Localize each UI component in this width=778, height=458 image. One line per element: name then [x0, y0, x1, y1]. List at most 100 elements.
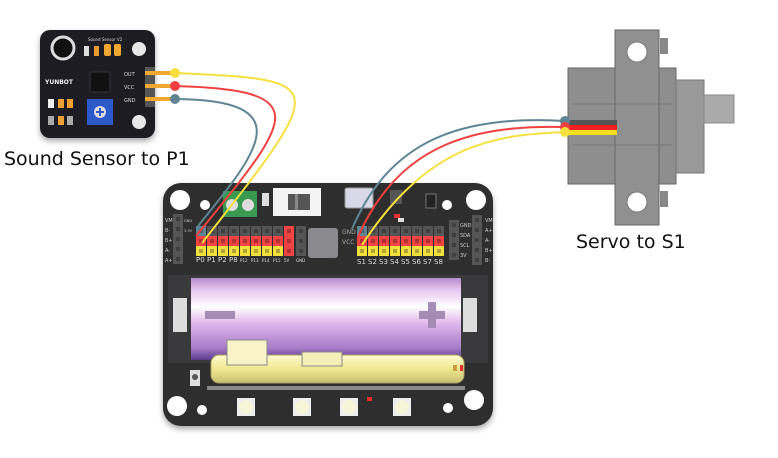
p-pin-vcc	[207, 236, 217, 246]
p-pin-signal	[218, 246, 228, 256]
right-header-label: A-	[485, 238, 490, 244]
right-header-pin	[472, 215, 482, 225]
sensor-caption: Sound Sensor to P1	[4, 148, 190, 170]
i2c-label: SCL	[460, 243, 470, 249]
s-pin-vcc	[390, 236, 400, 246]
s-pin-vcc	[423, 236, 433, 246]
s-pin-gnd	[368, 226, 378, 236]
s-pin-vcc	[357, 236, 367, 246]
s-pin-gnd	[357, 226, 367, 236]
battery-minus-icon	[205, 311, 235, 319]
sensor-brand: YUNBOT	[44, 79, 74, 86]
pin-label-gnd: GND	[124, 98, 136, 104]
pin-label-vcc: VCC	[124, 85, 135, 91]
s-pin-vcc	[412, 236, 422, 246]
servo-wire-ground	[351, 119, 566, 230]
board-button-4[interactable]	[393, 398, 411, 416]
s-pin-gnd	[434, 226, 444, 236]
s-pin-label: S3	[379, 258, 388, 266]
p-pin-label: P14	[262, 258, 270, 263]
p-pin-label: P2	[218, 256, 227, 264]
p-pin-label: P0	[196, 256, 205, 264]
sound-sensor-module: Sound Sensor V2 YUNBOT OUT VCC GND	[40, 30, 175, 138]
p-pin-label: P15	[273, 258, 281, 263]
board-button-2[interactable]	[293, 398, 311, 416]
i2c-label: SDA	[460, 233, 471, 239]
left-header-label: B-	[165, 228, 170, 234]
wires	[170, 68, 570, 246]
p-pin-signal	[240, 246, 250, 256]
s-pin-signal	[368, 246, 378, 256]
p-pin-vcc	[251, 236, 261, 246]
5v-pin	[284, 236, 294, 246]
s-pin-signal	[357, 246, 367, 256]
s-pin-signal	[412, 246, 422, 256]
p-pin-signal	[207, 246, 217, 256]
p-pin-gnd	[229, 226, 239, 236]
s-pin-signal	[390, 246, 400, 256]
s-pin-vcc	[379, 236, 389, 246]
s-pin-signal	[434, 246, 444, 256]
power-label: GND	[296, 258, 305, 263]
right-header-label: B+	[485, 248, 493, 254]
row-label: 3.3V	[184, 229, 193, 233]
s-pin-vcc	[368, 236, 378, 246]
s-pin-label: S2	[368, 258, 377, 266]
board-button-3[interactable]	[340, 398, 358, 416]
i2c-pin	[449, 220, 459, 230]
s-pin-label: S7	[423, 258, 432, 266]
left-header-label: A+	[165, 258, 173, 264]
right-header-pin	[472, 245, 482, 255]
s-pin-signal	[401, 246, 411, 256]
p-pin-gnd	[273, 226, 283, 236]
s-pin-label: S1	[357, 258, 366, 266]
s-pin-signal	[379, 246, 389, 256]
servo-row-label: GND	[342, 229, 356, 236]
left-header-pin	[173, 224, 183, 234]
s-pin-gnd	[390, 226, 400, 236]
sensor-wire-power	[174, 85, 277, 237]
left-header-label: VM	[165, 218, 173, 224]
right-header-pin	[472, 225, 482, 235]
p-pin-signal	[262, 246, 272, 256]
battery-plus-icon	[419, 302, 445, 328]
microphone-icon	[50, 35, 76, 61]
board-button-1[interactable]	[237, 398, 255, 416]
s-pin-label: S8	[434, 258, 443, 266]
p-pin-signal	[196, 246, 206, 256]
p-pin-vcc	[273, 236, 283, 246]
left-header-label: B+	[165, 238, 173, 244]
power-switch[interactable]	[273, 188, 321, 216]
i2c-pin	[449, 230, 459, 240]
p-pin-gnd	[251, 226, 261, 236]
left-header-pin	[173, 254, 183, 264]
s-pin-label: S4	[390, 258, 399, 266]
p-pin-vcc	[240, 236, 250, 246]
right-header-label: A+	[485, 228, 493, 234]
sensor-wire-ground	[174, 98, 258, 227]
p-pin-vcc	[229, 236, 239, 246]
right-header-pin	[472, 235, 482, 245]
left-header-pin	[173, 244, 183, 254]
left-header-label: A-	[165, 248, 170, 254]
mount-hole-top	[626, 41, 648, 63]
p-pin-label: P13	[251, 258, 259, 263]
p-pin-vcc	[196, 236, 206, 246]
i2c-label: 3V	[460, 253, 467, 259]
s-pin-label: S6	[412, 258, 421, 266]
5v-pin	[284, 246, 294, 256]
s-pin-vcc	[401, 236, 411, 246]
battery-holder	[168, 275, 488, 363]
sensor-wire-signal	[174, 72, 296, 244]
p-pin-gnd	[262, 226, 272, 236]
p-pin-label: P8	[229, 256, 238, 264]
s-pin-gnd	[401, 226, 411, 236]
microbit-slot	[207, 339, 465, 390]
gnd-pin	[296, 236, 306, 246]
right-header-label: B-	[485, 258, 490, 264]
